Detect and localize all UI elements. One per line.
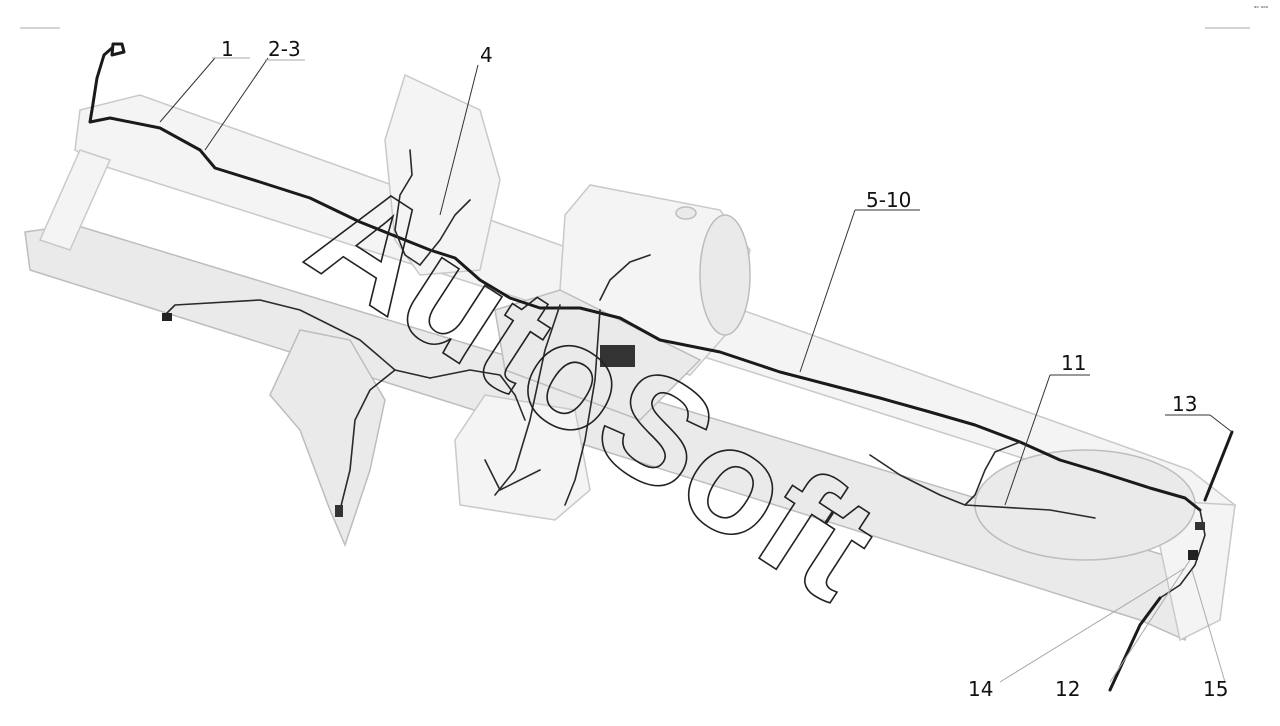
harness-rear-loop	[869, 441, 1021, 506]
lead-13	[1203, 430, 1234, 502]
callout-5-10: 5-10	[866, 188, 911, 212]
leader-11	[1004, 374, 1051, 506]
battery-lead-2	[564, 309, 601, 506]
front-sub-connector	[162, 313, 172, 321]
corner-mark: ᵃᵒ ᵒᵒᵒ	[1254, 5, 1269, 12]
tank-sender-lead	[599, 254, 651, 301]
leader-15	[1191, 569, 1226, 683]
sub-harness-front	[164, 299, 431, 379]
callout-12: 12	[1055, 677, 1080, 701]
battery-terminal-lead	[484, 459, 541, 491]
cab-mount-bracket	[384, 73, 501, 276]
harness-lamp-lead	[964, 504, 1096, 519]
callout-2-3: 2-3	[268, 37, 301, 61]
callout-4: 4	[480, 43, 493, 67]
leader-14	[999, 567, 1186, 683]
fuel-tank	[559, 184, 751, 376]
battery-lead-1	[494, 304, 561, 496]
callout-labels: 1 2-3 4 5-10 11 13 14 12 15	[221, 37, 1228, 701]
fender-connector	[335, 505, 343, 517]
harness-front-connector	[110, 42, 126, 57]
callout-14: 14	[968, 677, 993, 701]
leader-5-10	[799, 209, 856, 373]
fuel-tank-end	[699, 214, 751, 336]
fender-panel	[269, 329, 386, 548]
callout-15: 15	[1203, 677, 1228, 701]
leader-1	[159, 57, 216, 123]
leader-13	[1209, 414, 1233, 433]
leader-12	[1109, 559, 1191, 683]
rear-connector-upper	[1195, 522, 1205, 530]
rear-connector-15	[1188, 550, 1198, 560]
bracket-harness-upper	[419, 199, 471, 266]
harness-main-run	[88, 46, 1202, 512]
battery-box	[454, 394, 591, 521]
crossmember-left	[38, 149, 112, 251]
bracket-harness	[394, 149, 421, 266]
sub-harness-battery	[429, 369, 526, 421]
fuel-cap	[675, 206, 697, 220]
leader-4	[439, 64, 479, 216]
lead-12	[1108, 596, 1162, 692]
main-wiring-harness	[88, 42, 1234, 692]
callout-11: 11	[1061, 351, 1086, 375]
leader-2-3	[204, 57, 269, 151]
connector-block	[600, 345, 635, 367]
callout-1: 1	[221, 37, 234, 61]
leader-lines	[159, 57, 1233, 683]
callout-13: 13	[1172, 392, 1197, 416]
sub-harness-fender-drop	[339, 369, 396, 511]
